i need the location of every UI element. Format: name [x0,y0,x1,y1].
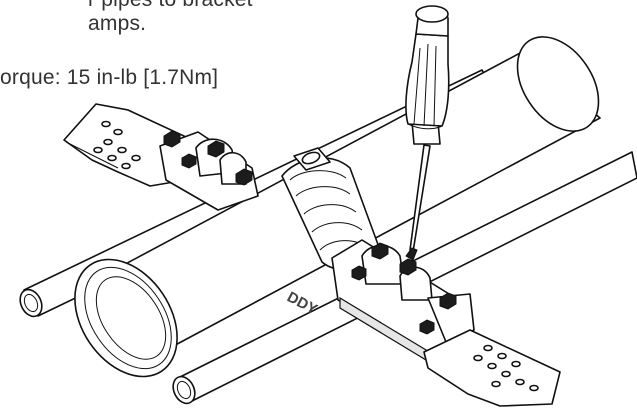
bracket-front [423,329,561,407]
screwdriver [405,5,450,261]
clamp-upper-left [159,130,259,211]
torque-spec: orque: 15 in-lb [1.7Nm] [0,66,219,89]
hose-clamp [281,147,381,271]
clamp-lower-right [331,239,475,368]
instruction-line-2: amps. [88,12,147,35]
instruction-line-1: r pipes to bracket [88,0,253,12]
